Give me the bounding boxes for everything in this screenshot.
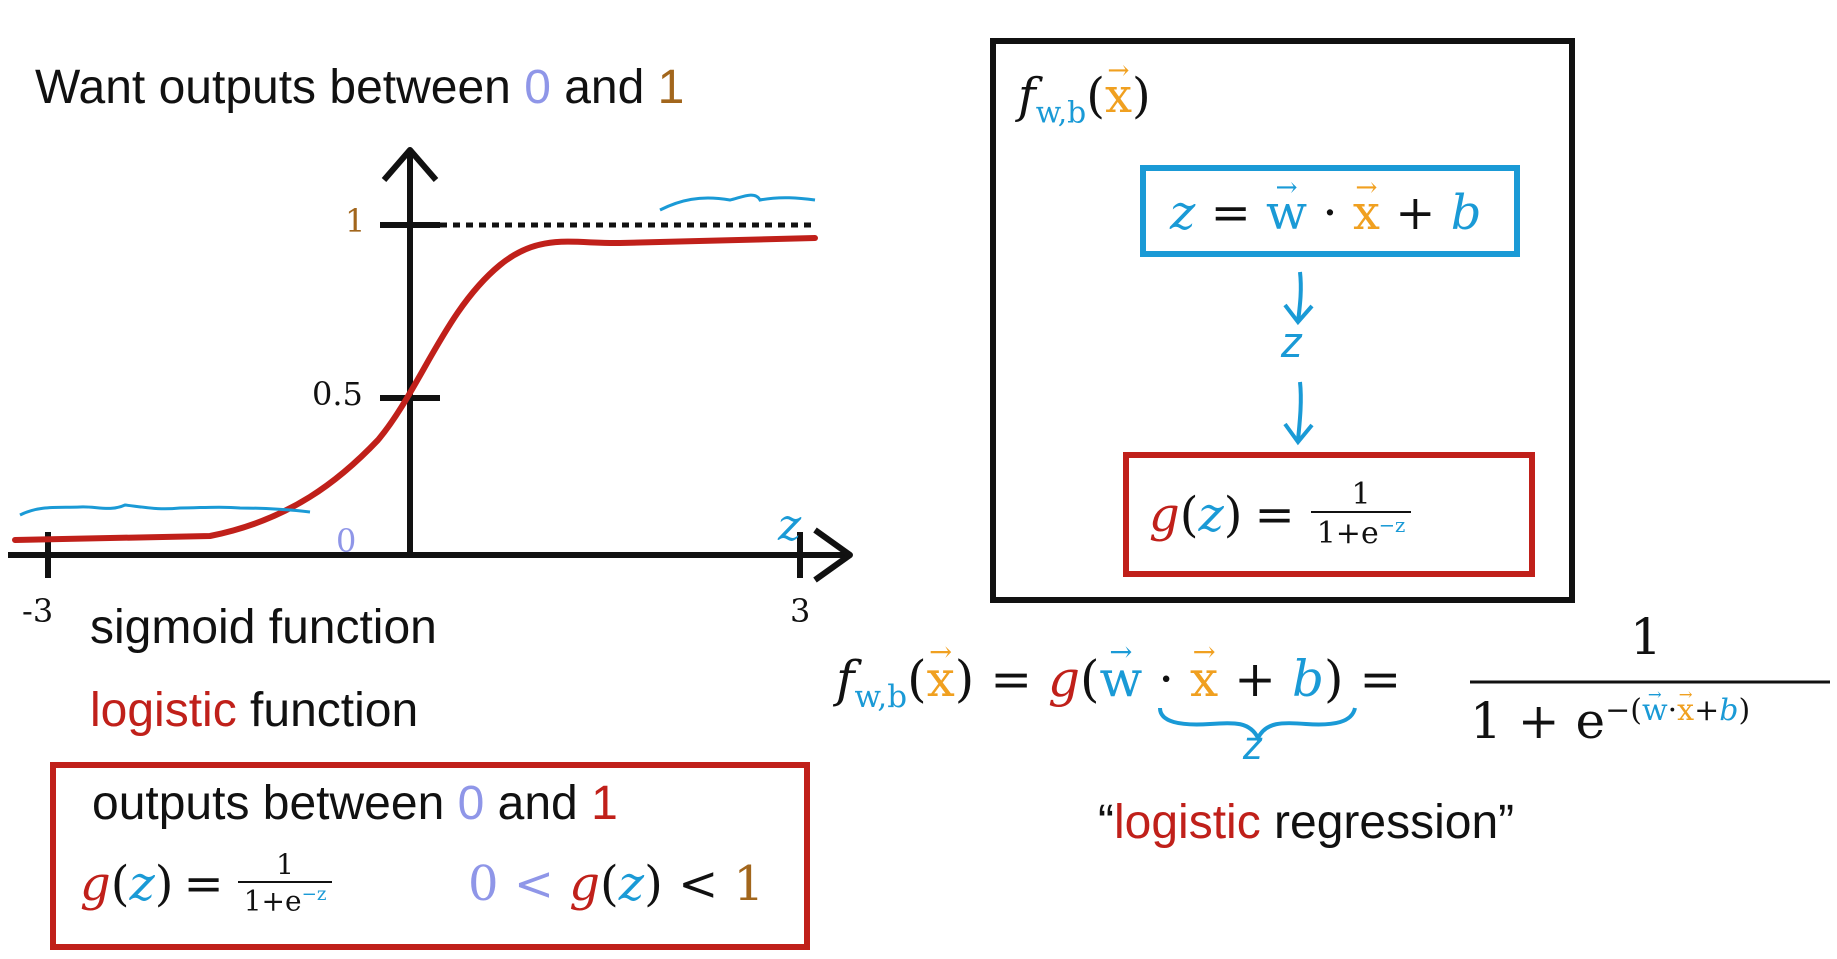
full-model-denominator: 1 + e−(w·x+b)	[1470, 692, 1750, 750]
x-axis-arrowhead	[813, 527, 853, 583]
linear-z-box: z = w · x + b	[1140, 165, 1520, 257]
hand-z-label: z	[1281, 318, 1303, 367]
caption-logistic-regression: “logistic regression”	[1098, 796, 1515, 849]
hand-arrow-1-head	[1283, 303, 1314, 326]
activation-formula: g(z)= 1 1+e−z	[1149, 468, 1415, 562]
range-inequality: 0 < g(z) < 1	[468, 856, 765, 912]
full-model-numerator: 1	[1630, 608, 1662, 666]
tick-label-3: 3	[790, 592, 811, 630]
label-zero: 0	[336, 522, 357, 560]
sigmoid-formula: g(z)= 1 1+e−z	[80, 849, 336, 917]
label-half: 0.5	[312, 375, 363, 413]
hand-arrow-2-shaft	[1296, 381, 1303, 441]
activation-box: g(z)= 1 1+e−z	[1123, 452, 1535, 577]
page-heading: Want outputs between 0 and 1	[35, 61, 685, 114]
left-summary-box: outputs between 0 and 1 g(z)= 1 1+e−z 0 …	[50, 762, 810, 950]
tick-label-neg3: -3	[22, 592, 54, 630]
model-box: fw,b(x)	[990, 38, 1575, 603]
sigmoid-curve	[12, 235, 818, 543]
hand-arrow-1-shaft	[1296, 271, 1303, 323]
linear-z-formula: z = w · x + b	[1170, 185, 1481, 241]
label-z-axis: z	[778, 500, 802, 551]
label-one: 1	[345, 202, 366, 240]
squiggle-low	[19, 503, 311, 517]
brace-z-label: z	[1243, 724, 1263, 768]
squiggle-high	[659, 193, 816, 212]
y-axis-arrowhead	[381, 147, 439, 182]
full-model-lhs: fw,b(x) = g(w · x + b) =	[836, 650, 1401, 715]
caption-logistic: logistic function	[90, 684, 419, 737]
model-function-label: fw,b(x)	[1018, 68, 1151, 130]
underbrace	[1158, 707, 1357, 743]
caption-sigmoid: sigmoid function	[90, 601, 437, 654]
hand-arrow-2-head	[1283, 422, 1314, 446]
outputs-between-text: outputs between 0 and 1	[92, 777, 618, 830]
